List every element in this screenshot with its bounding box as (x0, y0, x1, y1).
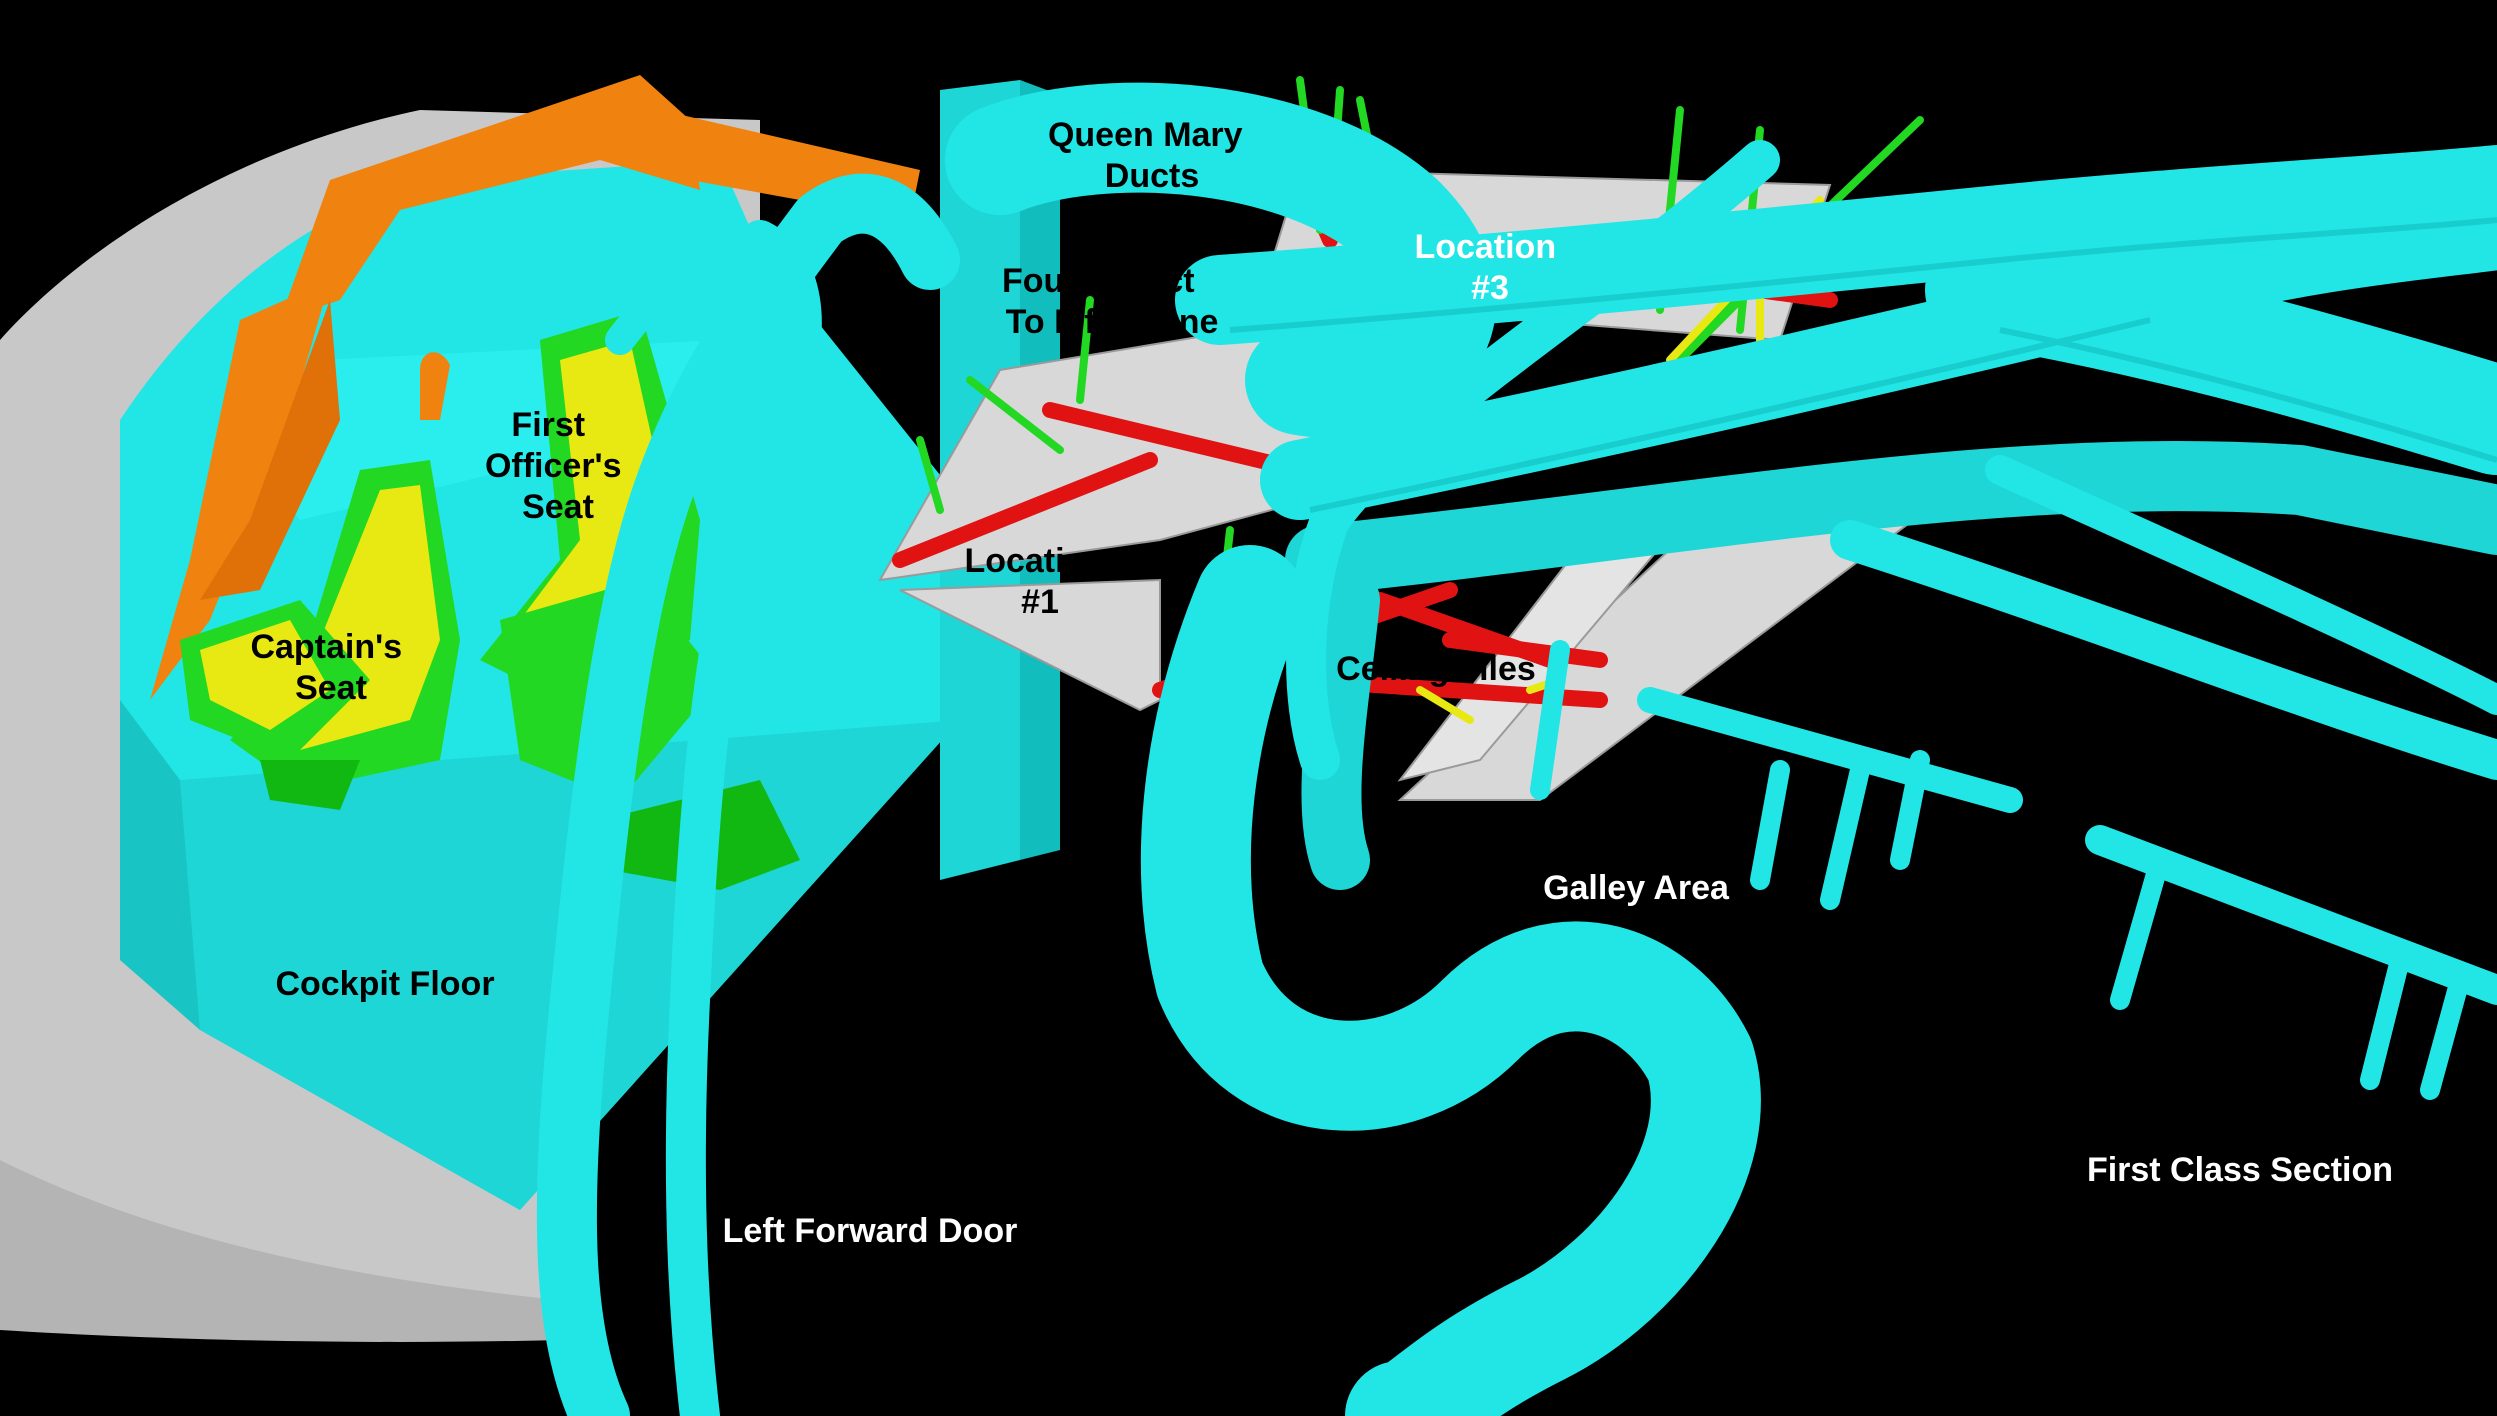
label-ceiling-tiles: Ceiling Tiles (1336, 650, 1536, 688)
label-captains-seat: Captain's Seat (250, 628, 411, 707)
label-location-1: Location #1 (964, 542, 1115, 621)
ducts (536, 82, 2497, 1416)
captains-seat-shape (180, 460, 460, 810)
label-galley-area: Galley Area (1543, 869, 1730, 907)
label-first-officers-seat: First Officer's Seat (485, 406, 631, 526)
label-queen-mary-ducts: Queen Mary Ducts (1048, 116, 1252, 195)
label-first-class-section: First Class Section (2087, 1151, 2393, 1189)
duct-shading (1229, 217, 2497, 513)
label-cockpit-floor: Cockpit Floor (275, 965, 494, 1003)
label-left-forward-door: Left Forward Door (723, 1212, 1018, 1250)
label-location-3: Location #3 (1414, 228, 1565, 307)
diagram-labels: Queen Mary Ducts Fourth Duct To Fifth Zo… (250, 116, 2393, 1250)
label-fourth-duct: Fourth Duct To Fifth Zone (1002, 262, 1218, 341)
